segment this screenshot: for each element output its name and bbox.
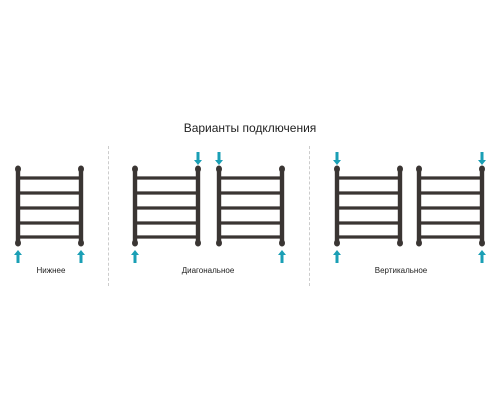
- post-cap: [334, 165, 340, 173]
- rail-rung: [419, 176, 482, 180]
- towel-rail-icon: [132, 165, 201, 247]
- rail-rung: [18, 191, 81, 195]
- rail-rung: [219, 221, 282, 225]
- rail-post: [334, 168, 340, 244]
- post-cap: [78, 165, 84, 173]
- arrow-down-icon: [215, 152, 223, 165]
- arrow-up-icon: [478, 250, 486, 263]
- rail-post: [397, 168, 403, 244]
- rail-post: [416, 168, 422, 244]
- diagram-title: Варианты подключения: [183, 121, 317, 135]
- rail-rung: [135, 206, 198, 210]
- post-cap: [397, 239, 403, 247]
- rail-rung: [18, 176, 81, 180]
- arrow-up-icon: [77, 250, 85, 263]
- post-cap: [479, 165, 485, 173]
- towel-rail-icon: [416, 165, 485, 247]
- rail-post: [479, 168, 485, 244]
- arrow-up-icon: [333, 250, 341, 263]
- section-divider: [108, 146, 109, 286]
- group-label-diagonal: Диагональное: [181, 266, 235, 275]
- rail-rung: [219, 176, 282, 180]
- rail-rung: [337, 221, 400, 225]
- rail-rung: [419, 191, 482, 195]
- post-cap: [216, 165, 222, 173]
- rail-rung: [18, 221, 81, 225]
- rail-rung: [337, 206, 400, 210]
- rail-post: [78, 168, 84, 244]
- towel-rail-icon: [216, 165, 285, 247]
- rail-rung: [219, 235, 282, 239]
- post-cap: [416, 165, 422, 173]
- post-cap: [416, 239, 422, 247]
- rail-post: [15, 168, 21, 244]
- rail-rung: [419, 206, 482, 210]
- group-label-vertical: Вертикальное: [374, 266, 428, 275]
- towel-rail-icon: [15, 165, 84, 247]
- rail-rung: [219, 206, 282, 210]
- post-cap: [132, 165, 138, 173]
- rail-rung: [135, 235, 198, 239]
- rail-rung: [219, 191, 282, 195]
- rail-post: [216, 168, 222, 244]
- arrow-down-icon: [333, 152, 341, 165]
- rail-rung: [419, 221, 482, 225]
- post-cap: [479, 239, 485, 247]
- rail-rung: [18, 235, 81, 239]
- rail-rung: [419, 235, 482, 239]
- post-cap: [216, 239, 222, 247]
- arrow-down-icon: [194, 152, 202, 165]
- rail-rung: [135, 176, 198, 180]
- post-cap: [15, 239, 21, 247]
- post-cap: [279, 165, 285, 173]
- post-cap: [195, 239, 201, 247]
- post-cap: [279, 239, 285, 247]
- arrow-down-icon: [478, 152, 486, 165]
- post-cap: [397, 165, 403, 173]
- post-cap: [195, 165, 201, 173]
- arrow-up-icon: [278, 250, 286, 263]
- arrow-up-icon: [131, 250, 139, 263]
- arrow-up-icon: [14, 250, 22, 263]
- group-label-bottom: Нижнее: [36, 266, 66, 275]
- rail-post: [279, 168, 285, 244]
- rail-post: [132, 168, 138, 244]
- post-cap: [15, 165, 21, 173]
- rail-rung: [135, 221, 198, 225]
- rail-rung: [18, 206, 81, 210]
- rail-rung: [337, 176, 400, 180]
- towel-rail-icon: [334, 165, 403, 247]
- rail-rung: [337, 235, 400, 239]
- rail-post: [195, 168, 201, 244]
- post-cap: [334, 239, 340, 247]
- post-cap: [132, 239, 138, 247]
- post-cap: [78, 239, 84, 247]
- section-divider: [309, 146, 310, 286]
- rail-rung: [337, 191, 400, 195]
- rail-rung: [135, 191, 198, 195]
